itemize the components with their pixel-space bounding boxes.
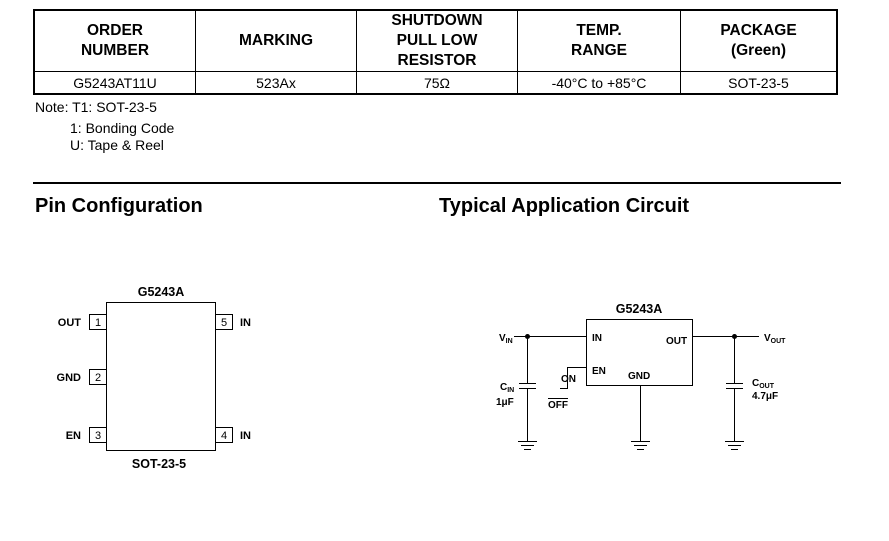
pin-config-package: SOT-23-5 [132, 457, 186, 471]
pin-label-gnd: GND [57, 372, 82, 384]
vout-junction-dot [732, 334, 737, 339]
pin-configuration-title: Pin Configuration [35, 195, 203, 217]
pin-box-5 [215, 314, 233, 330]
pin-label-in-4: IN [240, 430, 251, 442]
header-package: PACKAGE(Green) [680, 9, 838, 72]
cout-label: COUT [752, 378, 775, 390]
circuit-pin-out: OUT [666, 336, 687, 347]
pin-config-chip-name: G5243A [138, 285, 185, 299]
switch-off-label: OFF [548, 400, 568, 411]
pin-label-en: EN [66, 430, 81, 442]
pin-number-4: 4 [221, 430, 227, 442]
ground-icon [518, 441, 537, 450]
pin-number-1: 1 [95, 317, 101, 329]
header-temp-range: TEMP.RANGE [517, 9, 681, 72]
circuit-pin-en: EN [592, 366, 606, 377]
application-circuit-title: Typical Application Circuit [439, 195, 690, 217]
cout-value: 4.7μF [752, 391, 778, 402]
pin-number-5: 5 [221, 317, 227, 329]
vin-junction-dot [525, 334, 530, 339]
cell-order-number: G5243AT11U [33, 71, 196, 95]
cin-value: 1μF [496, 397, 514, 408]
switch-on-label: ON [561, 374, 576, 385]
circuit-chip-body [586, 319, 693, 386]
pin-box-4 [215, 427, 233, 443]
en-step-signal [560, 367, 586, 389]
vout-label: VOUT [764, 333, 786, 345]
note-line-2: 1: Bonding Code [70, 120, 175, 136]
note-line-3: U: Tape & Reel [70, 137, 164, 153]
pin-number-2: 2 [95, 372, 101, 384]
pin-number-3: 3 [95, 430, 101, 442]
cell-temp-range: -40°C to +85°C [517, 71, 681, 95]
cell-package: SOT-23-5 [680, 71, 838, 95]
pin-box-3 [89, 427, 107, 443]
pin-box-2 [89, 369, 107, 385]
vin-label: VIN [499, 333, 513, 345]
pin-label-in-5: IN [240, 317, 251, 329]
cin-label: CIN [500, 382, 514, 394]
section-divider [33, 182, 841, 184]
pin-box-1 [89, 314, 107, 330]
circuit-pin-gnd: GND [628, 371, 650, 382]
note-line-1: Note: T1: SOT-23-5 [35, 99, 157, 115]
circuit-chip-name: G5243A [616, 302, 663, 316]
table-row: G5243AT11U 523Ax 75Ω -40°C to +85°C SOT-… [33, 71, 838, 95]
header-marking: MARKING [195, 9, 357, 72]
pin-label-out: OUT [58, 317, 82, 329]
ground-icon [631, 441, 650, 450]
ground-icon [725, 441, 744, 450]
circuit-pin-in: IN [592, 333, 602, 344]
